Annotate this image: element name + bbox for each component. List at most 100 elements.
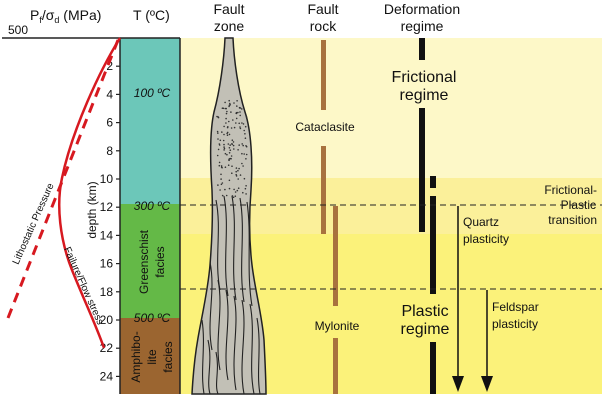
amphibolite-label-2: lite	[145, 349, 159, 365]
stipple-dot	[217, 148, 220, 151]
transition-label-2: Plastic	[561, 198, 596, 212]
mylonite-bar-lower	[333, 338, 338, 394]
cataclasite-bar-lower	[321, 146, 326, 234]
stipple-dot	[229, 102, 231, 105]
temperature-header: T (ºC)	[133, 7, 170, 23]
depth-tick-label: 10	[100, 172, 114, 186]
stipple-dot	[245, 185, 247, 187]
fault-zone-mylonite-texture	[201, 195, 261, 395]
temp-label-500: 500 ºC	[134, 311, 171, 325]
stipple-dot	[234, 191, 237, 193]
depth-tick-label: 14	[100, 228, 114, 242]
fault-zone-texture	[216, 99, 248, 199]
stipple-dot	[226, 153, 228, 156]
stipple-dot	[241, 143, 243, 145]
stipple-dot	[243, 129, 245, 132]
greenschist-label-2: facies	[153, 246, 167, 277]
stipple-dot	[232, 119, 234, 121]
stipple-dot	[235, 117, 238, 120]
stipple-dot	[223, 133, 225, 136]
stipple-dot	[242, 123, 245, 125]
stipple-dot	[218, 143, 221, 145]
stipple-dot	[223, 143, 225, 146]
stress-header: Pf/σd (MPa)	[30, 7, 101, 25]
stipple-dot	[239, 174, 242, 176]
fault-zone-shape	[191, 37, 267, 395]
stipple-dot	[236, 189, 239, 192]
stipple-dot	[216, 130, 219, 133]
stipple-dot	[239, 126, 241, 128]
amphibolite-label-3: facies	[161, 341, 175, 372]
stipple-dot	[225, 117, 227, 120]
stipple-dot	[235, 112, 237, 114]
transition-bar-short	[430, 176, 436, 188]
stipple-dot	[235, 167, 238, 169]
depth-tick-label: 2	[106, 59, 113, 73]
stipple-dot	[224, 166, 227, 168]
stipple-dot	[220, 183, 223, 186]
stipple-dot	[216, 115, 218, 118]
stipple-dot	[233, 148, 235, 150]
stipple-dot	[242, 191, 244, 194]
stipple-dot	[239, 114, 241, 117]
depth-tick-label: 6	[106, 116, 113, 130]
deformation-header-2: regime	[401, 18, 444, 34]
quartz-plasticity-label-1: Quartz	[463, 215, 499, 229]
stipple-dot	[228, 133, 231, 136]
stipple-dot	[238, 144, 240, 146]
stipple-dot	[233, 126, 236, 129]
stipple-dot	[239, 111, 241, 113]
stipple-dot	[241, 108, 243, 110]
stipple-dot	[235, 122, 237, 124]
stress-max-label: 500	[8, 23, 28, 37]
transition-label-1: Frictional-	[544, 183, 597, 197]
stipple-dot	[219, 139, 222, 142]
plastic-regime-label-1: Plastic	[401, 303, 448, 320]
fault-zone-header-1: Fault	[213, 1, 244, 17]
stipple-dot	[245, 193, 247, 195]
quartz-arrow-head	[452, 376, 464, 392]
stipple-dot	[237, 169, 239, 172]
stipple-dot	[238, 122, 240, 125]
temp-zone-greenschist	[120, 204, 180, 318]
stipple-dot	[237, 111, 239, 114]
stipple-dot	[244, 137, 247, 139]
frictional-regime-label-2: regime	[400, 87, 449, 104]
stipple-dot	[222, 107, 225, 110]
stipple-dot	[229, 149, 232, 151]
stipple-dot	[222, 139, 225, 142]
stipple-dot	[221, 194, 224, 197]
stipple-dot	[228, 147, 231, 149]
quartz-plasticity-label-2: plasticity	[463, 232, 509, 246]
depth-tick-label: 16	[100, 257, 114, 271]
stipple-dot	[237, 178, 239, 180]
cataclasite-bar-upper	[321, 40, 326, 110]
stipple-dot	[244, 125, 247, 128]
stipple-dot	[241, 152, 243, 155]
stipple-dot	[228, 99, 230, 102]
stipple-dot	[237, 187, 240, 189]
stipple-dot	[244, 133, 246, 135]
stipple-dot	[242, 144, 244, 147]
stipple-dot	[216, 154, 219, 157]
stipple-dot	[218, 161, 221, 164]
fault-zone-header-2: zone	[214, 18, 245, 34]
plastic-bar-lower	[430, 342, 436, 394]
fault-rock-header-2: rock	[310, 18, 337, 34]
stipple-dot	[230, 157, 232, 160]
amphibolite-label-1: Amphibo-	[129, 331, 143, 382]
temp-label-300: 300 ºC	[134, 199, 171, 213]
stipple-dot	[217, 184, 219, 186]
plastic-regime-label-2: regime	[401, 321, 450, 338]
stipple-dot	[225, 194, 228, 197]
stipple-dot	[245, 116, 248, 118]
plastic-bar-upper	[430, 196, 436, 294]
feldspar-plasticity-label-2: plasticity	[492, 317, 538, 331]
stipple-dot	[223, 125, 225, 128]
stipple-dot	[228, 152, 231, 154]
feldspar-plasticity-label-1: Feldspar	[492, 300, 539, 314]
stipple-dot	[238, 106, 241, 109]
depth-tick-label: 12	[100, 200, 114, 214]
